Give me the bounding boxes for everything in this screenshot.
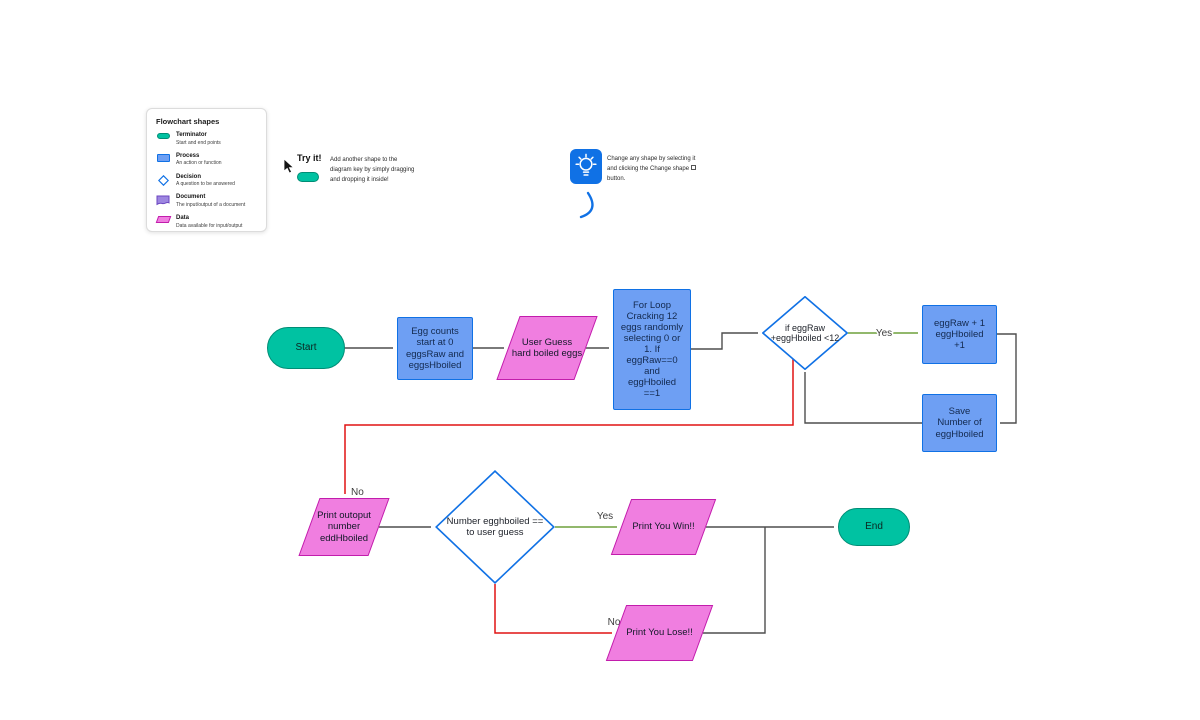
- legend-item-data[interactable]: Data Data available for input/output: [155, 215, 257, 229]
- legend-item-desc: A question to be answered: [176, 181, 235, 187]
- flow-node-print-output[interactable]: Print outoput number eddHboiled: [298, 498, 390, 556]
- flow-node-win[interactable]: Print You Win!!: [610, 499, 717, 555]
- change-shape-tip: Change any shape by selecting it and cli…: [607, 156, 697, 182]
- legend-item-name: Data: [176, 215, 190, 221]
- terminator-shape-icon: [156, 133, 170, 139]
- flowchart-shapes-legend[interactable]: Flowchart shapes Terminator Start and en…: [146, 108, 267, 232]
- flow-node-save-number[interactable]: Save Number of eggHboiled: [922, 394, 997, 452]
- legend-title: Flowchart shapes: [156, 117, 220, 126]
- edge-decision2-no[interactable]: [494, 584, 612, 634]
- try-it-label: Try it!: [297, 153, 322, 163]
- flow-node-for-loop[interactable]: For Loop Cracking 12 eggs randomly selec…: [613, 289, 691, 410]
- flow-node-lose[interactable]: Print You Lose!!: [605, 605, 714, 661]
- curved-arrow: [579, 191, 594, 219]
- flow-node-end[interactable]: End: [838, 508, 910, 546]
- legend-item-name: Process: [176, 152, 200, 159]
- legend-item-desc: Data available for input/output: [176, 222, 243, 229]
- edge-decision1-no[interactable]: [344, 357, 794, 494]
- try-it-terminator-shape[interactable]: [297, 172, 319, 182]
- cursor-icon: [283, 158, 295, 179]
- legend-item-name: Terminator: [176, 132, 207, 138]
- legend-item-desc: An action or function: [176, 160, 222, 167]
- edge-save-to-decision1[interactable]: [804, 372, 922, 424]
- change-shape-icon: [691, 165, 697, 171]
- flow-node-user-guess[interactable]: User Guess hard boiled eggs: [496, 316, 598, 380]
- edge-label-yes-1[interactable]: Yes: [874, 327, 893, 341]
- flow-node-start[interactable]: Start: [267, 327, 345, 369]
- flow-node-decision-compare[interactable]: Number egghboiled == to user guess: [435, 470, 555, 584]
- legend-item-terminator[interactable]: Terminator Start and end points: [156, 132, 257, 146]
- lightbulb-icon: [570, 149, 602, 184]
- try-it-description: Add another shape to the diagram key by …: [330, 157, 415, 183]
- legend-item-desc: Start and end points: [176, 139, 221, 146]
- legend-item-name: Document: [176, 194, 206, 201]
- document-shape-icon: [156, 195, 170, 206]
- legend-item-desc: The input/output of a document: [176, 201, 246, 208]
- flow-node-egg-counts[interactable]: Egg counts start at 0 eggsRaw and eggsHb…: [397, 317, 473, 380]
- flow-node-increment[interactable]: eggRaw + 1 eggHboiled +1: [922, 305, 997, 364]
- decision-shape-icon: [156, 174, 170, 186]
- legend-item-name: Decision: [176, 173, 202, 180]
- legend-item-document[interactable]: Document The input/output of a document: [156, 194, 257, 208]
- legend-item-process[interactable]: Process An action or function: [156, 153, 257, 167]
- edge-lose-to-end[interactable]: [703, 527, 766, 634]
- legend-item-decision[interactable]: Decision A question to be answered: [156, 174, 257, 188]
- edge-increment-to-save[interactable]: [997, 333, 1017, 424]
- process-shape-icon: [156, 153, 170, 162]
- edge-label-no-1[interactable]: No: [350, 486, 366, 500]
- edge-forloop-to-decision1[interactable]: [691, 332, 758, 350]
- flow-node-decision-if-sum[interactable]: if eggRaw +eggHboiled <12: [762, 296, 848, 370]
- edge-label-yes-2[interactable]: Yes: [595, 510, 614, 524]
- data-shape-icon: [155, 216, 171, 223]
